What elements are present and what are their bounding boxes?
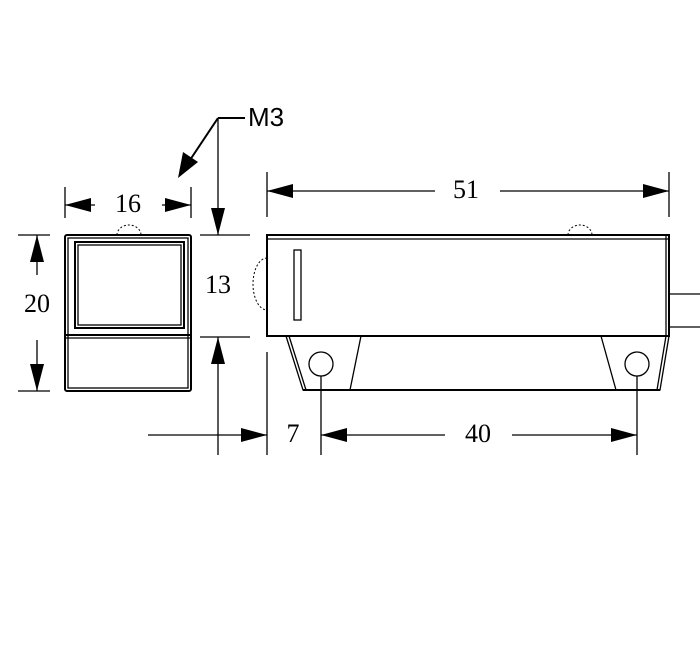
thread-callout: M3 xyxy=(178,102,284,178)
dimension-lens-height: 13 xyxy=(200,118,250,455)
thread-label: M3 xyxy=(248,102,284,132)
mounting-hole-right xyxy=(624,351,650,377)
dimension-label-16: 16 xyxy=(115,189,141,218)
dimension-label-40: 40 xyxy=(465,419,491,448)
dimension-label-20: 20 xyxy=(24,289,50,318)
front-view xyxy=(64,224,192,392)
dimension-label-13: 13 xyxy=(205,270,231,299)
dimension-body-length: 51 xyxy=(266,172,670,217)
dimension-front-height: 20 xyxy=(18,234,50,392)
dimension-front-width: 16 xyxy=(64,187,192,218)
dimension-hole-offset: 7 xyxy=(148,352,300,455)
side-view xyxy=(252,224,700,391)
dimension-hole-spacing: 40 xyxy=(320,376,638,455)
dimension-label-51: 51 xyxy=(453,175,479,204)
dimension-label-7: 7 xyxy=(287,419,300,448)
mounting-hole-left xyxy=(308,351,334,377)
